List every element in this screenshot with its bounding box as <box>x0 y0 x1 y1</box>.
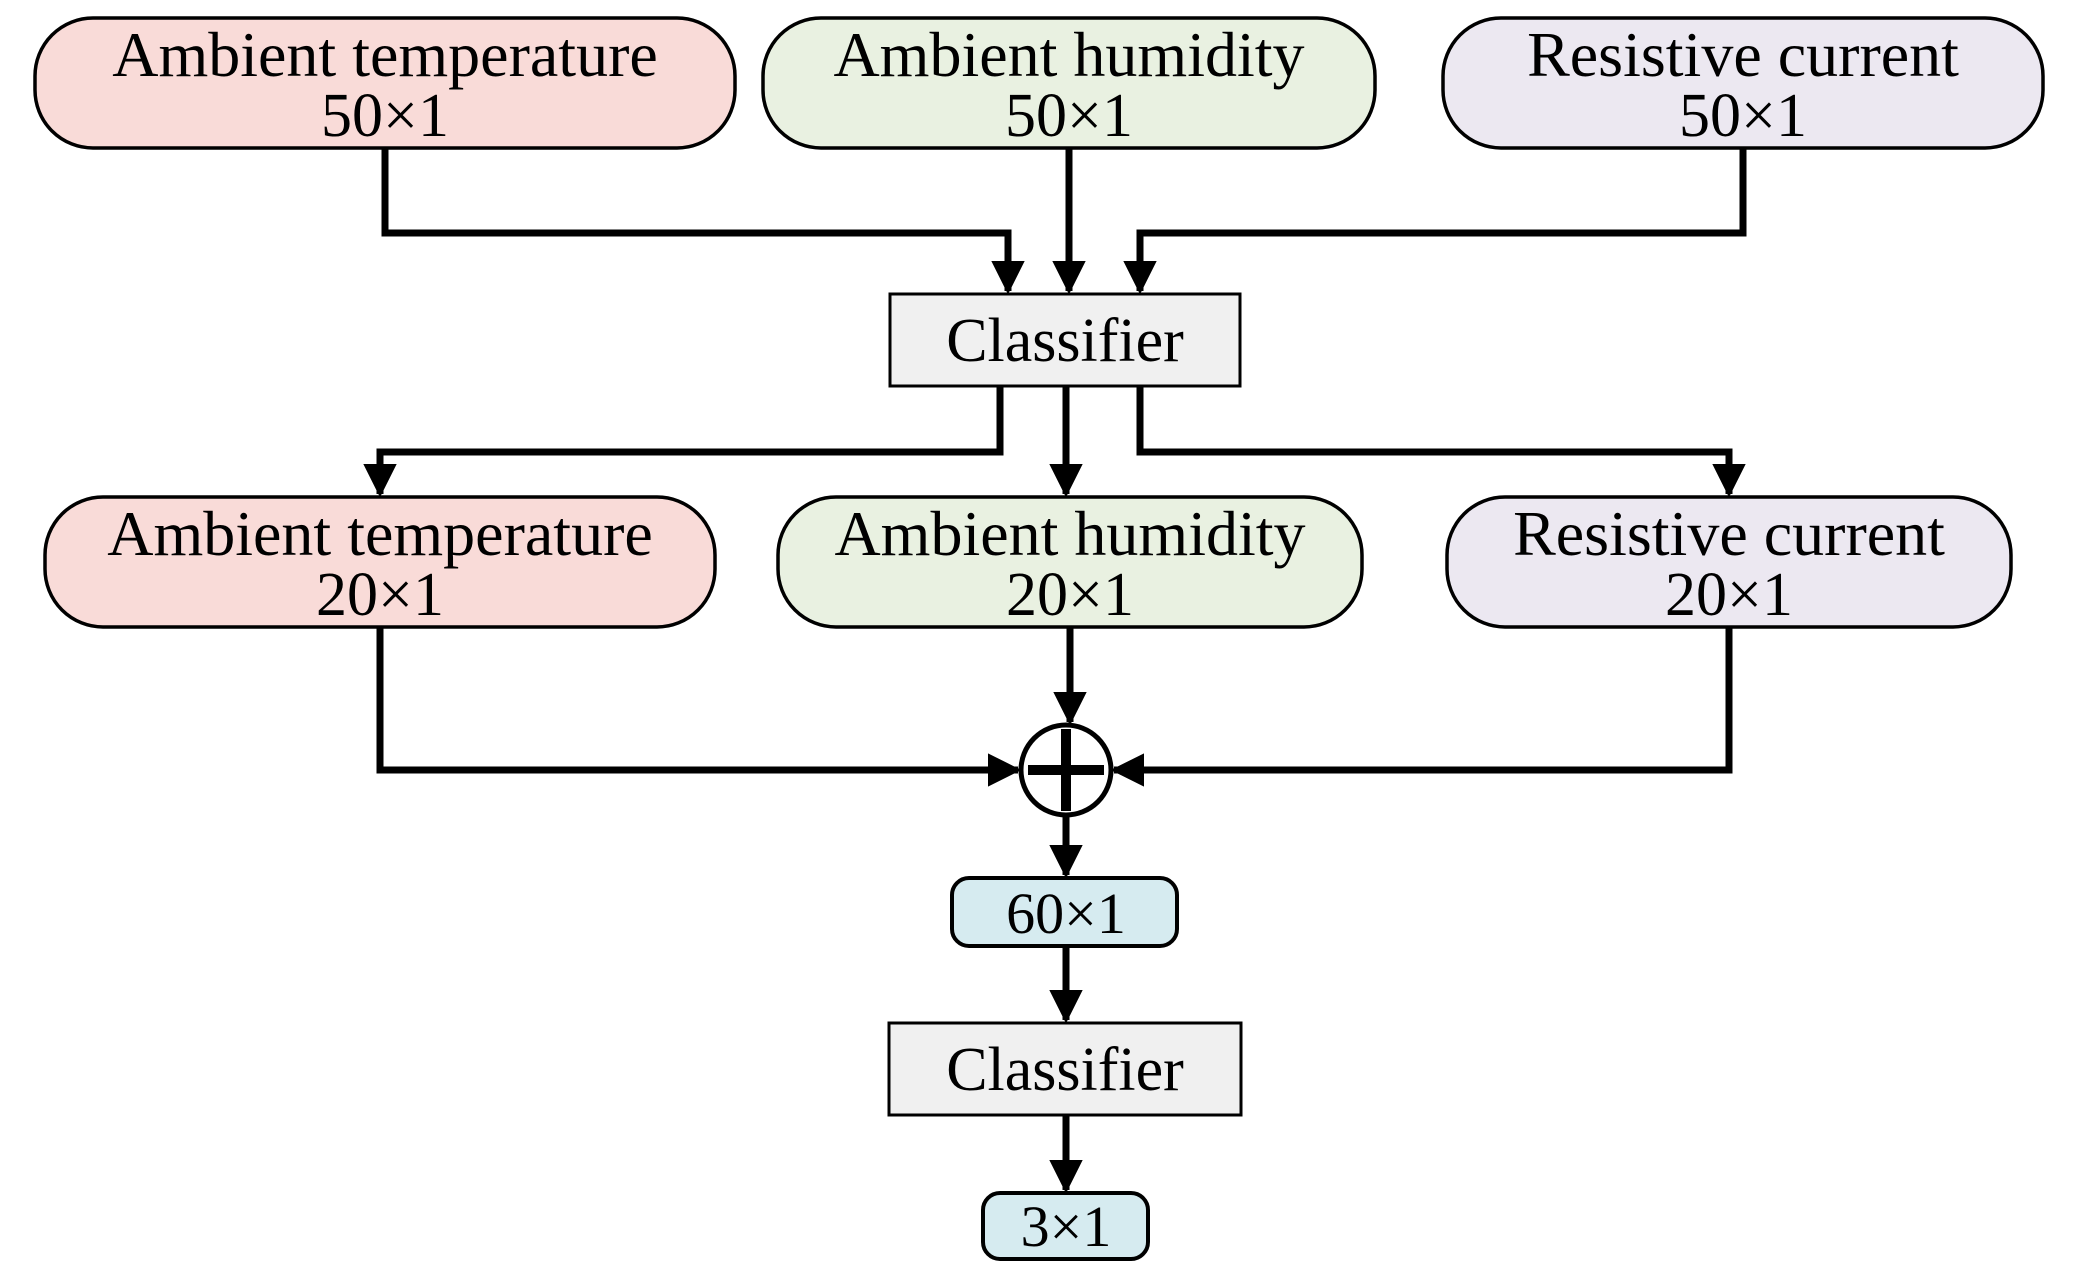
node-title: Ambient temperature <box>107 498 653 569</box>
node-box <box>761 16 1377 150</box>
node-box <box>776 495 1364 629</box>
node-title: Classifier <box>946 1036 1184 1104</box>
node-title: Ambient humidity <box>834 498 1305 569</box>
node-box <box>33 16 737 150</box>
arrow-res20-to-sum <box>1110 627 1733 787</box>
node-resistive-current-20x1: Resistive current 20×1 <box>1445 495 2013 629</box>
node-dims: 50×1 <box>1005 82 1133 150</box>
node-ambient-temperature-50x1: Ambient temperature 50×1 <box>33 16 737 150</box>
node-ambient-humidity-50x1: Ambient humidity 50×1 <box>761 16 1377 150</box>
node-classifier-1: Classifier <box>888 292 1242 388</box>
node-dims: 50×1 <box>321 82 449 150</box>
node-ambient-humidity-20x1: Ambient humidity 20×1 <box>776 495 1364 629</box>
node-dims: 50×1 <box>1679 82 1807 150</box>
arrow-classifier1-to-res20 <box>1136 386 1746 498</box>
node-box <box>1445 495 2013 629</box>
node-classifier-2: Classifier <box>887 1021 1243 1117</box>
node-title: 3×1 <box>1021 1194 1112 1259</box>
arrow-res50-to-classifier1 <box>1123 148 1747 295</box>
node-box <box>981 1191 1150 1261</box>
node-box <box>1441 16 2045 150</box>
arrow-temp50-to-classifier1 <box>381 148 1025 295</box>
node-title: Ambient humidity <box>833 19 1304 90</box>
node-concat-60x1: 60×1 <box>950 876 1179 948</box>
node-box <box>888 292 1242 388</box>
node-title: 60×1 <box>1006 881 1126 946</box>
arrow-temp20-to-sum <box>376 627 1022 787</box>
node-title: Classifier <box>946 307 1184 375</box>
sum-junction-icon <box>1018 722 1114 818</box>
node-output-3x1: 3×1 <box>981 1191 1150 1261</box>
node-box <box>887 1021 1243 1117</box>
node-title: Ambient temperature <box>112 19 658 90</box>
arrow-classifier1-to-temp20 <box>363 386 1004 498</box>
node-dims: 20×1 <box>1665 561 1793 629</box>
node-resistive-current-50x1: Resistive current 50×1 <box>1441 16 2045 150</box>
node-box <box>43 495 717 629</box>
node-box <box>950 876 1179 948</box>
edges <box>363 146 1747 1194</box>
node-dims: 20×1 <box>1006 561 1134 629</box>
node-ambient-temperature-20x1: Ambient temperature 20×1 <box>43 495 717 629</box>
node-title: Resistive current <box>1513 498 1945 569</box>
node-dims: 20×1 <box>316 561 444 629</box>
node-title: Resistive current <box>1527 19 1959 90</box>
